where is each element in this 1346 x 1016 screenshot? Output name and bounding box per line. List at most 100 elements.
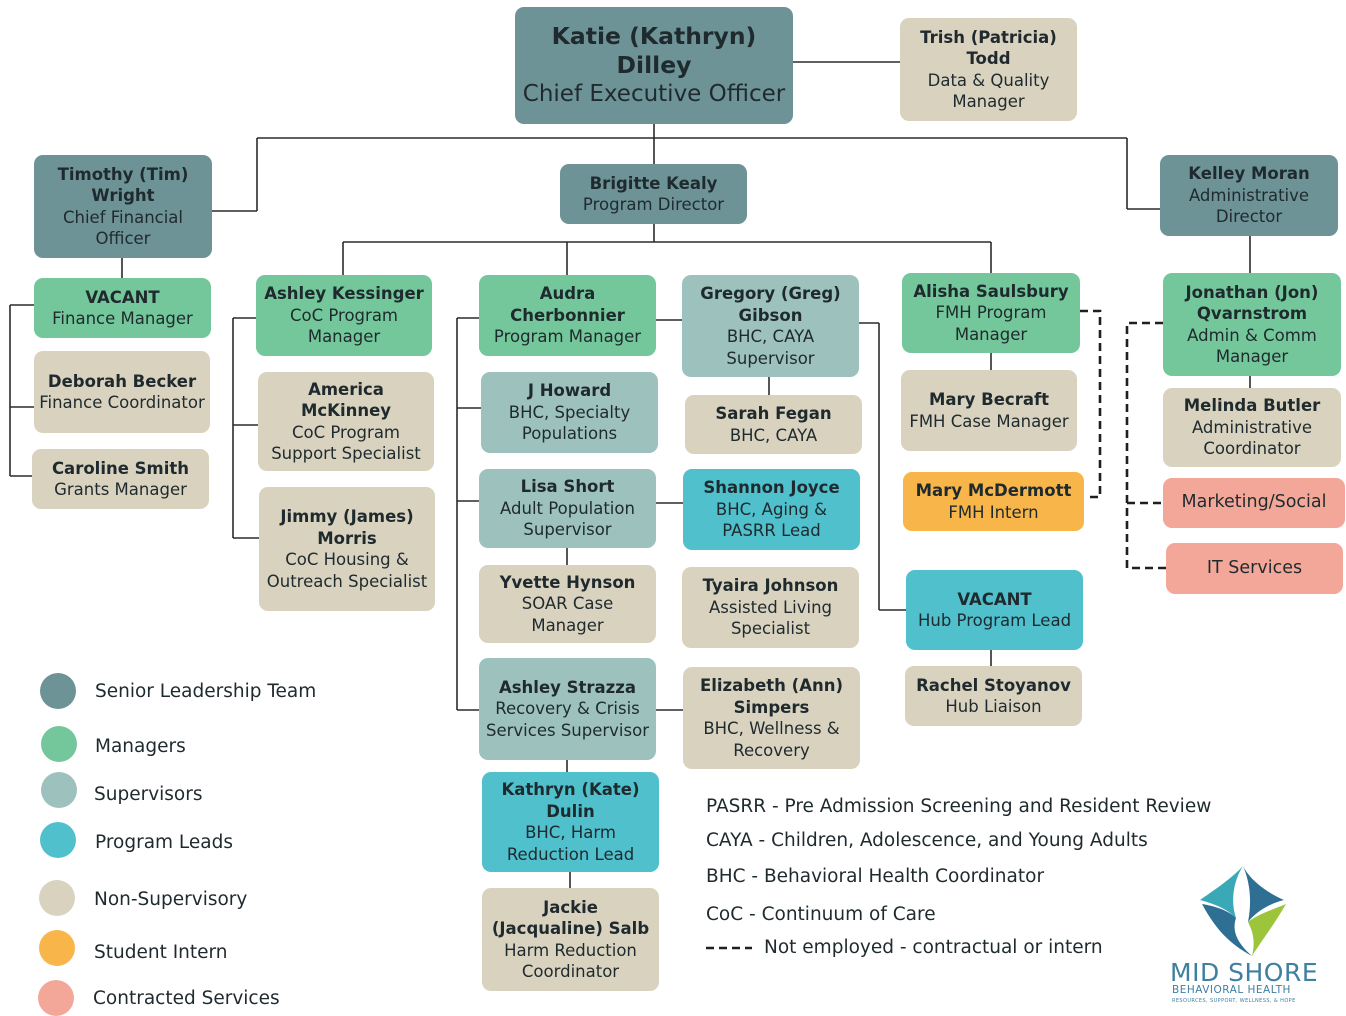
- program-director-box: Brigitte Kealy Program Director: [560, 164, 747, 224]
- grants-manager-box: Caroline Smith Grants Manager: [32, 449, 209, 509]
- person-title: BHC, Harm Reduction Lead: [506, 823, 635, 864]
- person-name: Gregory (Greg) Gibson: [700, 284, 841, 325]
- person-name: Sarah Fegan: [715, 404, 832, 423]
- abbreviation-coc: CoC - Continuum of Care: [706, 904, 936, 925]
- caya-supervisor-box: Gregory (Greg) Gibson BHC, CAYA Supervis…: [682, 275, 859, 377]
- person-title: CoC Housing & Outreach Specialist: [266, 550, 428, 591]
- legend-dot-senior-leadership: [40, 673, 76, 709]
- cfo-title: Chief Financial Officer: [62, 207, 184, 249]
- person-name: Jimmy (James) Morris: [280, 507, 414, 548]
- person-title: BHC, CAYA Supervisor: [726, 327, 815, 368]
- legend-label: Non-Supervisory: [94, 889, 248, 910]
- specialty-populations-box: J Howard BHC, Specialty Populations: [481, 372, 658, 453]
- admin-director-name: Kelley Moran: [1188, 164, 1310, 184]
- legend-dot-program-leads: [40, 822, 76, 858]
- contracted-service-label: Marketing/Social: [1181, 492, 1327, 513]
- admin-director-title: Administrative Director: [1188, 185, 1310, 227]
- coc-manager-box: Ashley Kessinger CoC Program Manager: [256, 275, 432, 356]
- person-title: Hub Liaison: [945, 697, 1042, 716]
- ceo-name: Katie (Kathryn) Dilley: [551, 22, 757, 79]
- person-title: BHC, Wellness & Recovery: [703, 719, 840, 760]
- person-title: Harm Reduction Coordinator: [504, 940, 637, 982]
- hub-lead-box: VACANT Hub Program Lead: [906, 570, 1083, 650]
- person-title: FMH Program Manager: [935, 303, 1047, 344]
- abbreviation-dashed-line: Not employed - contractual or intern: [764, 937, 1103, 958]
- person-name: Alisha Saulsbury: [913, 281, 1069, 301]
- admin-coordinator-box: Melinda Butler Administrative Coordinato…: [1163, 388, 1341, 467]
- person-name: Elizabeth (Ann) Simpers: [699, 676, 844, 717]
- coc-support-box: America McKinney CoC Program Support Spe…: [258, 372, 434, 471]
- person-name: J Howard: [527, 381, 612, 401]
- legend-label: Contracted Services: [93, 988, 280, 1009]
- person-name: Mary McDermott: [915, 481, 1072, 500]
- person-name: VACANT: [85, 287, 160, 307]
- program-director-title: Program Director: [582, 195, 725, 214]
- legend-dot-managers: [41, 726, 77, 762]
- person-title: BHC, Specialty Populations: [508, 402, 631, 444]
- person-title: FMH Intern: [948, 502, 1039, 522]
- data-quality-box: Trish (Patricia) Todd Data & Quality Man…: [900, 18, 1077, 121]
- person-title: BHC, Aging & PASRR Lead: [715, 499, 828, 541]
- pasrr-lead-box: Shannon Joyce BHC, Aging & PASRR Lead: [683, 469, 860, 550]
- legend-dot-contracted-services: [38, 980, 74, 1016]
- program-manager-box: Audra Cherbonnier Program Manager: [479, 275, 656, 356]
- finance-coordinator-box: Deborah Becker Finance Coordinator: [34, 351, 210, 433]
- finance-manager-box: VACANT Finance Manager: [34, 278, 211, 338]
- legend-label: Supervisors: [94, 784, 203, 805]
- admin-comm-manager-box: Jonathan (Jon) Qvarnstrom Admin & Comm M…: [1163, 273, 1341, 376]
- person-name: Rachel Stoyanov: [916, 675, 1071, 695]
- abbreviation-bhc: BHC - Behavioral Health Coordinator: [706, 866, 1045, 887]
- person-name: Deborah Becker: [47, 371, 197, 391]
- person-title: BHC, CAYA: [729, 425, 818, 445]
- logo-name: MID SHORE: [1170, 958, 1319, 987]
- person-title: CoC Program Manager: [290, 305, 398, 347]
- legend-label: Program Leads: [95, 832, 234, 853]
- person-title: Hub Program Lead: [917, 611, 1072, 630]
- fmh-intern-box: Mary McDermott FMH Intern: [903, 472, 1084, 531]
- person-title: Recovery & Crisis Services Supervisor: [486, 699, 649, 740]
- person-name: Audra Cherbonnier: [510, 284, 625, 325]
- person-name: Ashley Kessinger: [264, 284, 424, 304]
- person-name: VACANT: [957, 589, 1032, 609]
- harm-reduction-coordinator-box: Jackie (Jacqualine) Salb Harm Reduction …: [482, 888, 659, 991]
- person-title: Assisted Living Specialist: [708, 597, 833, 639]
- ceo-title: Chief Executive Officer: [522, 81, 786, 107]
- fmh-case-manager-box: Mary Becraft FMH Case Manager: [901, 370, 1077, 451]
- person-name: Jackie (Jacqualine) Salb: [491, 897, 650, 939]
- person-title: Finance Manager: [52, 309, 193, 328]
- fmh-manager-box: Alisha Saulsbury FMH Program Manager: [902, 273, 1080, 353]
- abbreviation-caya: CAYA - Children, Adolescence, and Young …: [706, 830, 1148, 851]
- it-services-box: IT Services: [1166, 543, 1343, 594]
- person-title: SOAR Case Manager: [521, 594, 614, 635]
- person-title: CoC Program Support Specialist: [271, 422, 421, 464]
- contracted-service-label: IT Services: [1206, 557, 1303, 578]
- assisted-living-box: Tyaira Johnson Assisted Living Specialis…: [682, 567, 859, 648]
- coc-housing-box: Jimmy (James) Morris CoC Housing & Outre…: [259, 487, 435, 611]
- legend-dot-student-intern: [39, 930, 75, 966]
- person-title: FMH Case Manager: [909, 411, 1069, 431]
- hub-liaison-box: Rachel Stoyanov Hub Liaison: [905, 666, 1082, 726]
- ceo-box: Katie (Kathryn) Dilley Chief Executive O…: [515, 7, 793, 124]
- person-name: Tyaira Johnson: [702, 576, 839, 596]
- legend-dot-supervisors: [41, 772, 77, 808]
- legend-dot-non-supervisory: [39, 880, 75, 916]
- admin-director-box: Kelley Moran Administrative Director: [1160, 155, 1338, 236]
- adult-supervisor-box: Lisa Short Adult Population Supervisor: [479, 469, 656, 548]
- person-name: Jonathan (Jon) Qvarnstrom: [1185, 282, 1319, 324]
- person-name: Kathryn (Kate) Dulin: [501, 780, 640, 821]
- marketing-social-box: Marketing/Social: [1163, 478, 1345, 528]
- person-name: America McKinney: [300, 379, 392, 421]
- logo-mark-icon: [1200, 866, 1286, 956]
- person-name: Mary Becraft: [928, 390, 1050, 409]
- person-title: Admin & Comm Manager: [1187, 325, 1317, 367]
- soar-case-manager-box: Yvette Hynson SOAR Case Manager: [479, 565, 656, 643]
- legend-label: Student Intern: [94, 942, 228, 963]
- legend-label: Managers: [95, 736, 186, 757]
- person-name: Yvette Hynson: [499, 572, 636, 592]
- wellness-recovery-box: Elizabeth (Ann) Simpers BHC, Wellness & …: [683, 667, 860, 769]
- program-director-name: Brigitte Kealy: [589, 173, 718, 193]
- logo-sub: BEHAVIORAL HEALTH: [1172, 984, 1291, 996]
- cfo-box: Timothy (Tim) Wright Chief Financial Off…: [34, 155, 212, 258]
- recovery-supervisor-box: Ashley Strazza Recovery & Crisis Service…: [479, 658, 656, 760]
